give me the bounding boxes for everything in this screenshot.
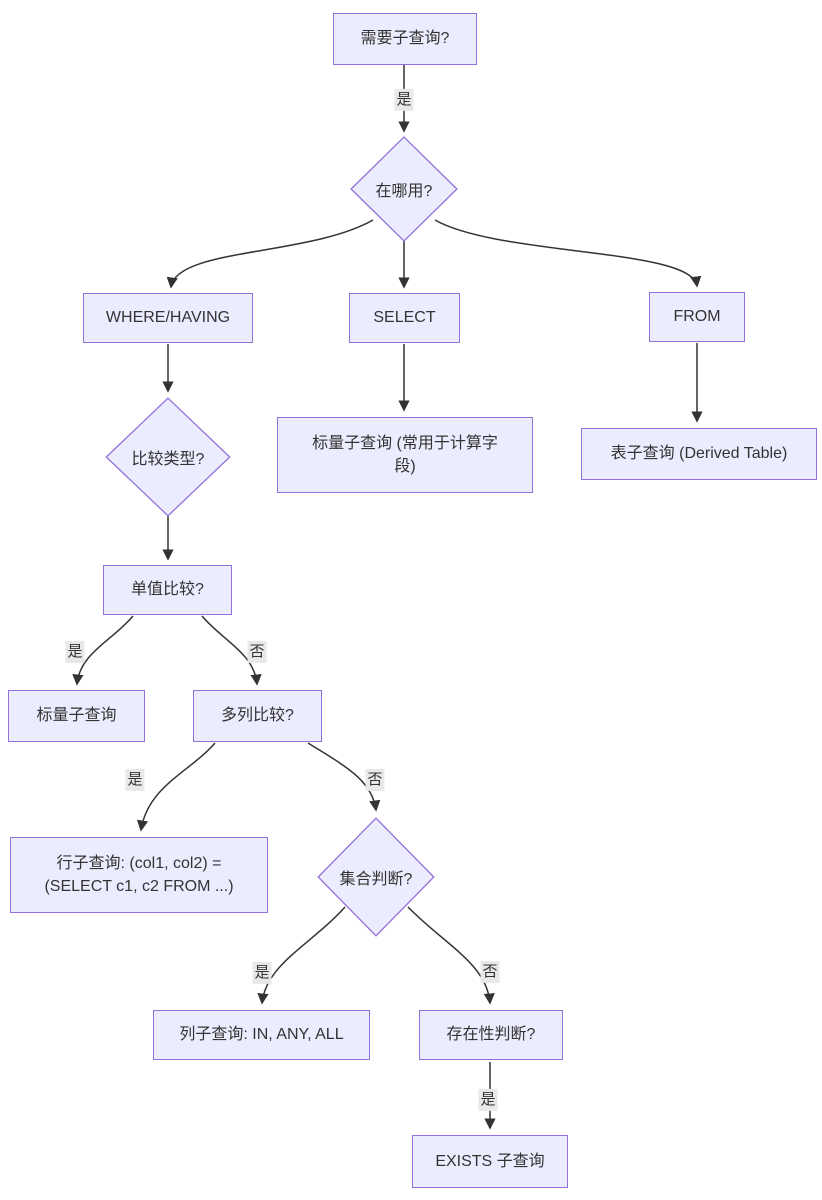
edge-singlevalue-yes-scalar [72,615,134,686]
node-need-subquery: 需要子查询? [333,13,477,65]
edge-singlevalue-no-multicolumn [201,615,262,686]
edge-label-no: 否 [480,960,500,984]
node-label: 标量子查询 [36,707,117,725]
node-label: 行子查询: (col1, col2) = (SELECT c1, c2 FROM… [44,854,234,895]
decision-set-check: 集合判断? [317,817,435,937]
node-exists-subquery: EXISTS 子查询 [412,1135,568,1188]
node-row-subquery: 行子查询: (col1, col2) = (SELECT c1, c2 FROM… [10,837,268,913]
diamond-shape-icon [350,136,458,242]
node-label: 存在性判断? [446,1026,536,1044]
node-derived-table: 表子查询 (Derived Table) [581,428,817,480]
node-scalar-subquery: 标量子查询 [8,690,145,742]
edge-multicolumn-yes-rowsubquery [136,742,216,832]
edge-setcheck-no-existence [407,906,495,1005]
node-label: 列子查询: IN, ANY, ALL [179,1026,344,1044]
node-label: EXISTS 子查询 [435,1152,545,1170]
edge-label-yes: 是 [65,640,85,664]
diamond-shape-icon [317,817,435,937]
edge-setcheck-yes-columnsubquery [257,906,346,1005]
node-scalar-subquery-calc: 标量子查询 (常用于计算字段) [277,417,533,493]
decision-label: 集合判断? [339,871,413,888]
edge-whereused-to-wherehaving [166,219,374,289]
node-label: FROM [673,308,721,326]
decision-compare-type: 比较类型? [105,397,231,517]
edge-label-yes: 是 [252,961,272,985]
node-existence-check: 存在性判断? [419,1010,563,1060]
node-label: SELECT [373,309,436,327]
diamond-shape-icon [105,397,231,517]
node-column-subquery: 列子查询: IN, ANY, ALL [153,1010,370,1060]
edge-multicolumn-no-setcheck [307,742,381,812]
edge-whereused-to-from [434,219,702,288]
node-label: 多列比较? [221,707,294,725]
node-where-having: WHERE/HAVING [83,293,253,343]
node-select: SELECT [349,293,460,343]
edge-label-yes: 是 [125,768,145,792]
decision-where-used: 在哪用? [350,136,458,242]
decision-label: 比较类型? [131,451,205,468]
edge-label-yes: 是 [394,88,414,112]
node-single-value: 单值比较? [103,565,232,615]
node-label: 表子查询 (Derived Table) [610,445,788,463]
decision-label: 在哪用? [375,183,433,200]
edge-label-no: 否 [247,640,267,664]
node-label: 需要子查询? [360,30,450,48]
edge-label-no: 否 [365,768,385,792]
edge-label-yes: 是 [478,1088,498,1112]
node-label: 标量子查询 (常用于计算字段) [312,434,498,475]
node-multi-column: 多列比较? [193,690,322,742]
node-from: FROM [649,292,745,342]
node-label: 单值比较? [131,581,204,599]
node-label: WHERE/HAVING [105,309,231,327]
